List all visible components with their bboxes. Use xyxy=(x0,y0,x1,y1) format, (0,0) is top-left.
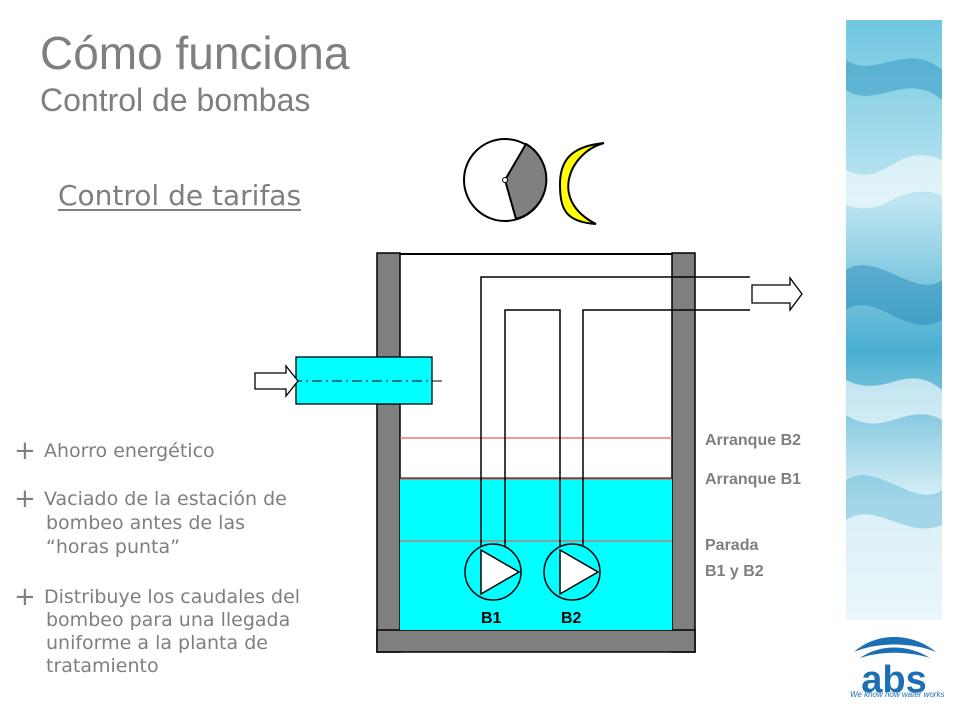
pump-b1-label: B1 xyxy=(481,610,502,627)
plus-icon: + xyxy=(14,582,36,612)
level-label-parada-line2: B1 y B2 xyxy=(705,563,764,580)
bullet-item-1: + Ahorro energético xyxy=(14,436,215,466)
outlet-arrow-icon xyxy=(751,276,803,312)
bullet-item-2: + Vaciado de la estación de bombeo antes … xyxy=(14,485,287,559)
clock-icon xyxy=(463,138,548,222)
bullet-text: Distribuye los caudales del xyxy=(44,586,301,608)
water-volume xyxy=(400,478,672,630)
page-title: Cómo funciona xyxy=(40,27,350,79)
level-label-parada-line1: Parada xyxy=(705,537,759,554)
pump-b2-label: B2 xyxy=(561,610,582,627)
plus-icon: + xyxy=(14,484,36,514)
bullet-text: bombeo antes de las xyxy=(46,512,245,534)
pump-b2-icon xyxy=(543,543,601,601)
bullet-text: uniforme a la planta de xyxy=(46,632,268,654)
bullet-text: Ahorro energético xyxy=(44,440,215,462)
bullet-text: bombeo para una llegada xyxy=(46,609,291,631)
level-label-arranque-b1: Arranque B1 xyxy=(705,471,802,488)
logo-tagline: We know how water works xyxy=(850,690,945,699)
water-decoration-image xyxy=(846,20,942,620)
level-label-arranque-b2: Arranque B2 xyxy=(705,432,802,449)
page-subtitle: Control de bombas xyxy=(40,82,311,118)
bullet-text: “horas punta” xyxy=(46,536,180,558)
section-heading: Control de tarifas xyxy=(58,179,302,212)
level-label-parada: Parada B1 y B2 xyxy=(705,533,764,585)
abs-logo: abs xyxy=(854,637,936,701)
pump-b1-icon xyxy=(464,543,522,601)
discharge-pipes xyxy=(480,276,750,552)
svg-text:abs: abs xyxy=(861,659,926,701)
bullet-text: Vaciado de la estación de xyxy=(44,488,287,510)
moon-icon xyxy=(558,142,605,225)
bullet-text: tratamiento xyxy=(46,655,159,677)
bullet-item-3: + Distribuye los caudales del bombeo para… xyxy=(14,584,300,678)
inlet-arrow-icon xyxy=(254,364,299,398)
plus-icon: + xyxy=(14,436,36,466)
